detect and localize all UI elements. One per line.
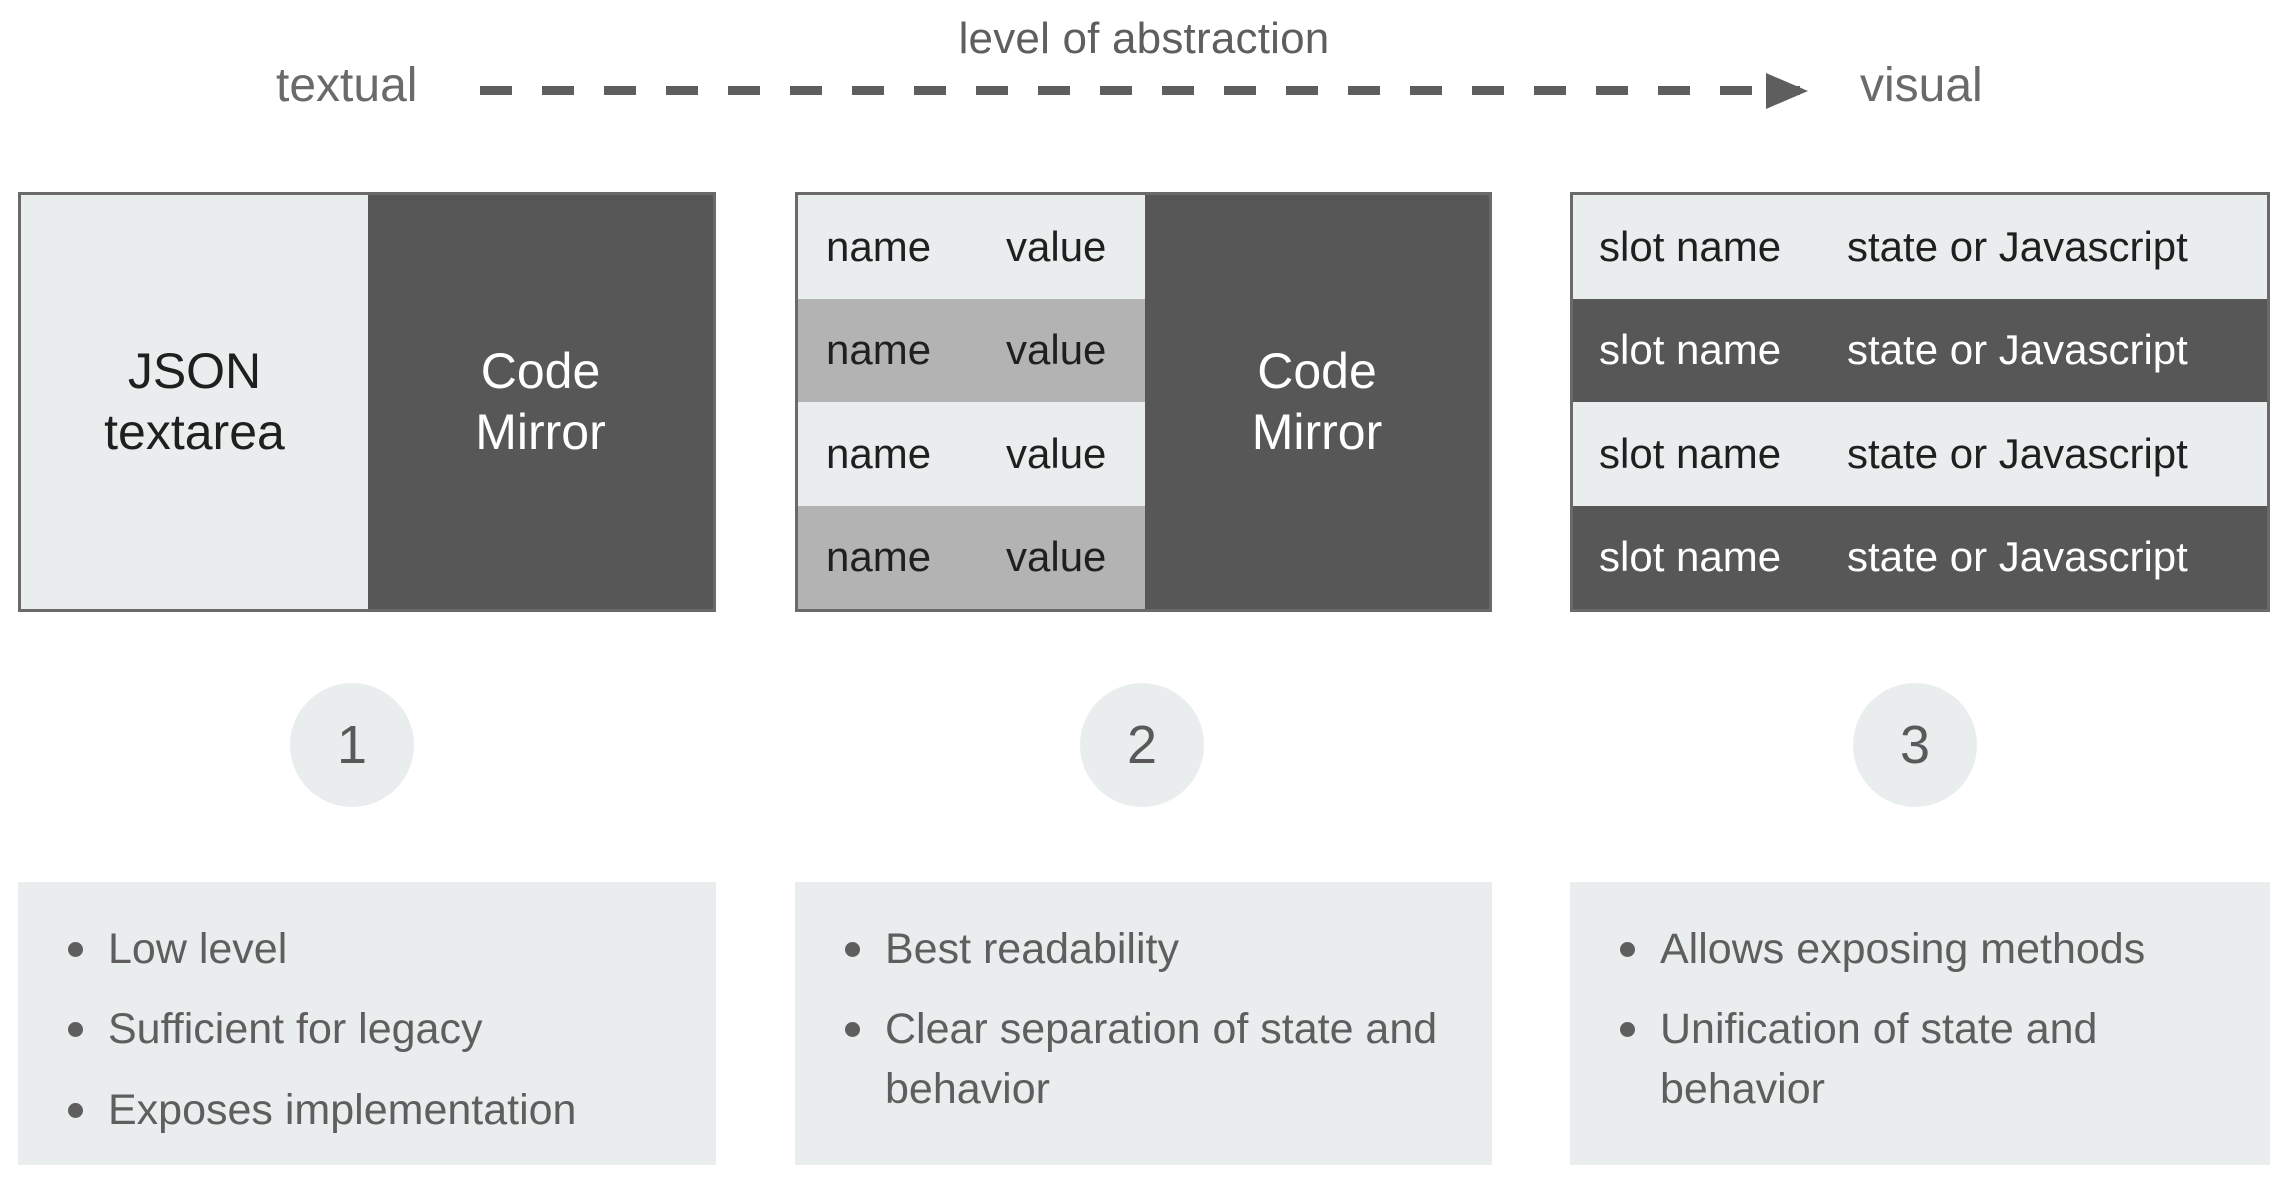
table-row: slot name state or Javascript: [1573, 402, 2267, 506]
list-item: Exposes implementation: [62, 1081, 686, 1140]
kv-value-cell: value: [1006, 326, 1107, 374]
slot-value-cell: state or Javascript: [1847, 533, 2188, 581]
slot-name-cell: slot name: [1599, 429, 1782, 477]
list-item-label: Sufficient for legacy: [108, 1005, 483, 1054]
step-badge-3-number: 3: [1899, 715, 1931, 775]
slot-name-cell: slot name: [1599, 533, 1782, 581]
table-row: name value: [798, 195, 1145, 299]
panel-3-slot-table: slot name state or Javascript slot name …: [1570, 192, 2270, 612]
kv-name-cell: name: [826, 326, 932, 374]
slot-value-cell: state or Javascript: [1847, 326, 2188, 374]
bullet-list-1: Low level Sufficient for legacy Exposes …: [62, 920, 686, 1140]
list-item-label: Low level: [108, 925, 288, 973]
panel-1-left-pane: JSON textarea: [21, 195, 368, 609]
slot-name-cell: slot name: [1599, 326, 1782, 374]
table-row: name value: [798, 402, 1145, 506]
kv-value-cell: value: [1006, 429, 1107, 477]
bullet-list-2: Best readability Clear separation of sta…: [839, 920, 1462, 1119]
kv-value-cell: value: [1006, 222, 1107, 270]
table-row: slot name state or Javascript: [1573, 195, 2267, 299]
list-item-label: Exposes implementation: [108, 1085, 577, 1134]
list-item-label: Best readability: [885, 925, 1179, 973]
panel-3-rows: slot name state or Javascript slot name …: [1573, 195, 2267, 609]
slot-name-cell: slot name: [1599, 222, 1782, 270]
abstraction-axis: textual visual: [0, 58, 2288, 128]
slot-value-cell: state or Javascript: [1847, 222, 2188, 270]
list-item-label: Allows exposing methods: [1660, 925, 2146, 973]
bullets-panel-2: Best readability Clear separation of sta…: [795, 882, 1492, 1165]
list-item: Sufficient for legacy: [62, 1000, 686, 1059]
table-row: name value: [798, 298, 1145, 402]
panel-1-json-textarea: JSON textarea Code Mirror: [18, 192, 716, 612]
bullet-dot-icon: [1620, 1022, 1635, 1038]
panel-1-right-pane-label: Code Mirror: [475, 343, 606, 460]
table-row: slot name state or Javascript: [1573, 505, 2267, 609]
bullets-panel-1: Low level Sufficient for legacy Exposes …: [18, 882, 716, 1165]
bullet-dot-icon: [1620, 942, 1635, 957]
step-badge-1-number: 1: [336, 715, 368, 775]
dashed-arrow-line-icon: [480, 86, 1800, 95]
panel-2-name-value-table: name value name value name value name va…: [795, 192, 1492, 612]
bullet-dot-icon: [68, 942, 83, 957]
bullet-dot-icon: [845, 1022, 860, 1038]
step-badge-1: 1: [290, 683, 414, 807]
bullet-dot-icon: [68, 1102, 83, 1118]
list-item: Clear separation of state and behavior: [839, 1000, 1462, 1119]
table-row: slot name state or Javascript: [1573, 298, 2267, 402]
kv-name-cell: name: [826, 429, 932, 477]
panel-2-rows: name value name value name value name va…: [798, 195, 1145, 609]
slot-value-cell: state or Javascript: [1847, 429, 2188, 477]
kv-name-cell: name: [826, 533, 932, 581]
kv-name-cell: name: [826, 222, 932, 270]
step-badge-2: 2: [1080, 683, 1204, 807]
panel-1-left-pane-label: JSON textarea: [104, 343, 285, 460]
axis-label-textual: textual: [276, 59, 418, 112]
bullet-dot-icon: [68, 1022, 83, 1038]
bullet-dot-icon: [845, 942, 860, 957]
arrow-head-icon: [1766, 73, 1808, 109]
bullet-list-3: Allows exposing methods Unification of s…: [1614, 920, 2240, 1119]
axis-title: level of abstraction: [958, 14, 1330, 63]
panel-2-right-pane-label: Code Mirror: [1251, 343, 1383, 460]
list-item: Best readability: [839, 920, 1462, 979]
panel-1-right-pane: Code Mirror: [368, 195, 713, 609]
step-badge-2-number: 2: [1126, 715, 1158, 775]
panel-2-right-pane: Code Mirror: [1145, 195, 1489, 609]
list-item: Low level: [62, 920, 686, 979]
list-item-label: Unification of state and behavior: [1660, 1005, 2098, 1113]
kv-value-cell: value: [1006, 533, 1107, 581]
list-item-label: Clear separation of state and behavior: [885, 1005, 1438, 1113]
table-row: name value: [798, 505, 1145, 609]
list-item: Allows exposing methods: [1614, 920, 2240, 979]
list-item: Unification of state and behavior: [1614, 1000, 2240, 1119]
step-badge-3: 3: [1853, 683, 1977, 807]
axis-label-visual: visual: [1860, 59, 1983, 112]
bullets-panel-3: Allows exposing methods Unification of s…: [1570, 882, 2270, 1165]
